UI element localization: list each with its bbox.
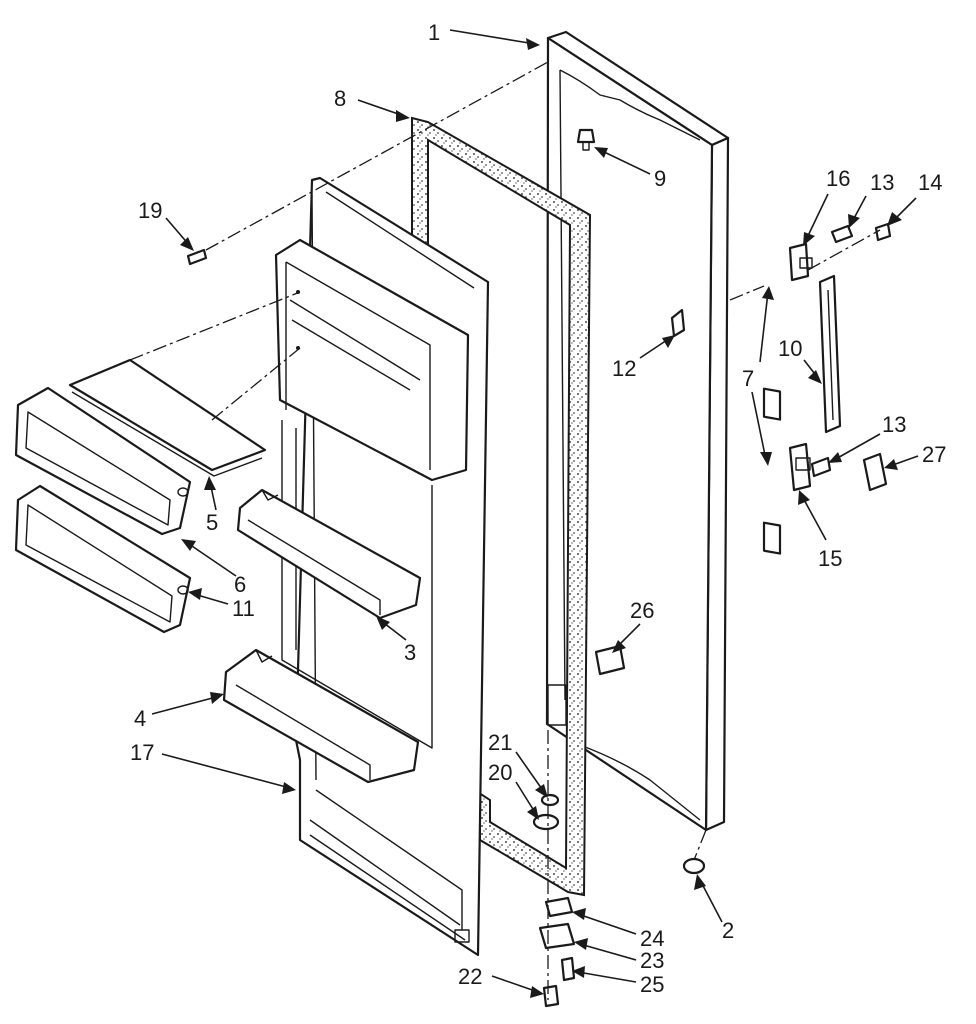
callout-2: 2 [694, 874, 734, 943]
foot-2 [682, 857, 706, 875]
callout-label: 25 [640, 972, 664, 997]
callout-label: 8 [334, 86, 346, 111]
callout-9: 9 [594, 147, 666, 191]
liner-upper-compartment [274, 238, 470, 749]
callout-label: 16 [826, 166, 850, 191]
callout-label: 3 [404, 640, 416, 665]
screw-13-lower [810, 456, 832, 478]
callout-label: 4 [134, 706, 146, 731]
callout-11: 11 [188, 588, 255, 621]
door-bin-6 [14, 386, 192, 536]
callout-1: 1 [428, 20, 540, 50]
callout-8: 8 [334, 86, 410, 122]
callout-label: 10 [778, 336, 802, 361]
callout-24: 24 [572, 908, 664, 951]
callout-label: 9 [654, 166, 666, 191]
callout-3: 3 [376, 616, 416, 665]
screw-19 [186, 248, 208, 266]
callout-26: 26 [612, 598, 654, 653]
callout-label: 19 [138, 198, 162, 223]
alignment-lines [129, 61, 881, 1000]
screw-22 [542, 984, 560, 1008]
shelf-cover-5 [68, 358, 267, 477]
hinge-plate-7-upper [762, 387, 782, 421]
callout-25: 25 [572, 966, 664, 997]
handle-trim-10 [818, 274, 842, 434]
callout-19: 19 [138, 198, 194, 251]
callout-label: 17 [130, 740, 154, 765]
callout-23: 23 [574, 938, 664, 973]
callout-label: 24 [640, 926, 664, 951]
callout-16: 16 [803, 166, 850, 246]
callout-label: 15 [818, 546, 842, 571]
callout-4: 4 [134, 692, 224, 731]
callout-label: 5 [206, 510, 218, 535]
callout-27: 27 [884, 442, 946, 470]
callout-22: 22 [458, 964, 544, 998]
callout-label: 14 [918, 170, 942, 195]
callout-label: 1 [428, 20, 440, 45]
cap-14 [874, 222, 892, 242]
hinge-15 [788, 442, 812, 492]
callout-label: 23 [640, 948, 664, 973]
cap-27 [862, 452, 888, 492]
callout-7: 7 [742, 286, 774, 466]
door-shelf-4 [222, 648, 420, 784]
callout-15: 15 [798, 490, 842, 571]
callout-21: 21 [488, 730, 548, 798]
callout-label: 21 [488, 730, 512, 755]
hinge-16 [788, 242, 813, 282]
hinge-23 [538, 922, 576, 950]
callout-label: 27 [922, 442, 946, 467]
hinge-pin-21 [540, 793, 560, 807]
callout-label: 26 [630, 598, 654, 623]
callout-label: 6 [234, 572, 246, 597]
plug-9 [576, 128, 596, 151]
callout-label: 12 [612, 356, 636, 381]
bushing-20 [532, 813, 560, 831]
callout-6: 6 [181, 539, 246, 597]
callout-label: 20 [488, 760, 512, 785]
callout-17: 17 [130, 740, 296, 794]
callout-10: 10 [778, 336, 822, 384]
callout-5: 5 [204, 476, 218, 535]
clip-12 [670, 308, 686, 338]
callout-label: 13 [882, 412, 906, 437]
screw-25 [560, 956, 576, 982]
door-shelf-3 [236, 488, 422, 620]
bracket-26 [594, 644, 626, 676]
callout-13b: 13 [828, 412, 906, 463]
callout-label: 22 [458, 964, 482, 989]
callout-label: 11 [232, 596, 255, 621]
callout-13a: 13 [848, 170, 894, 228]
screw-13-upper [830, 224, 854, 244]
callout-12: 12 [612, 335, 675, 381]
callout-label: 2 [722, 918, 734, 943]
callout-14: 14 [887, 170, 942, 226]
callout-20: 20 [488, 760, 539, 820]
door-bin-11 [14, 484, 192, 634]
hinge-plate-7-lower [762, 521, 782, 555]
hinge-24 [544, 896, 574, 918]
callout-label: 13 [870, 170, 894, 195]
callout-label: 7 [742, 366, 754, 391]
